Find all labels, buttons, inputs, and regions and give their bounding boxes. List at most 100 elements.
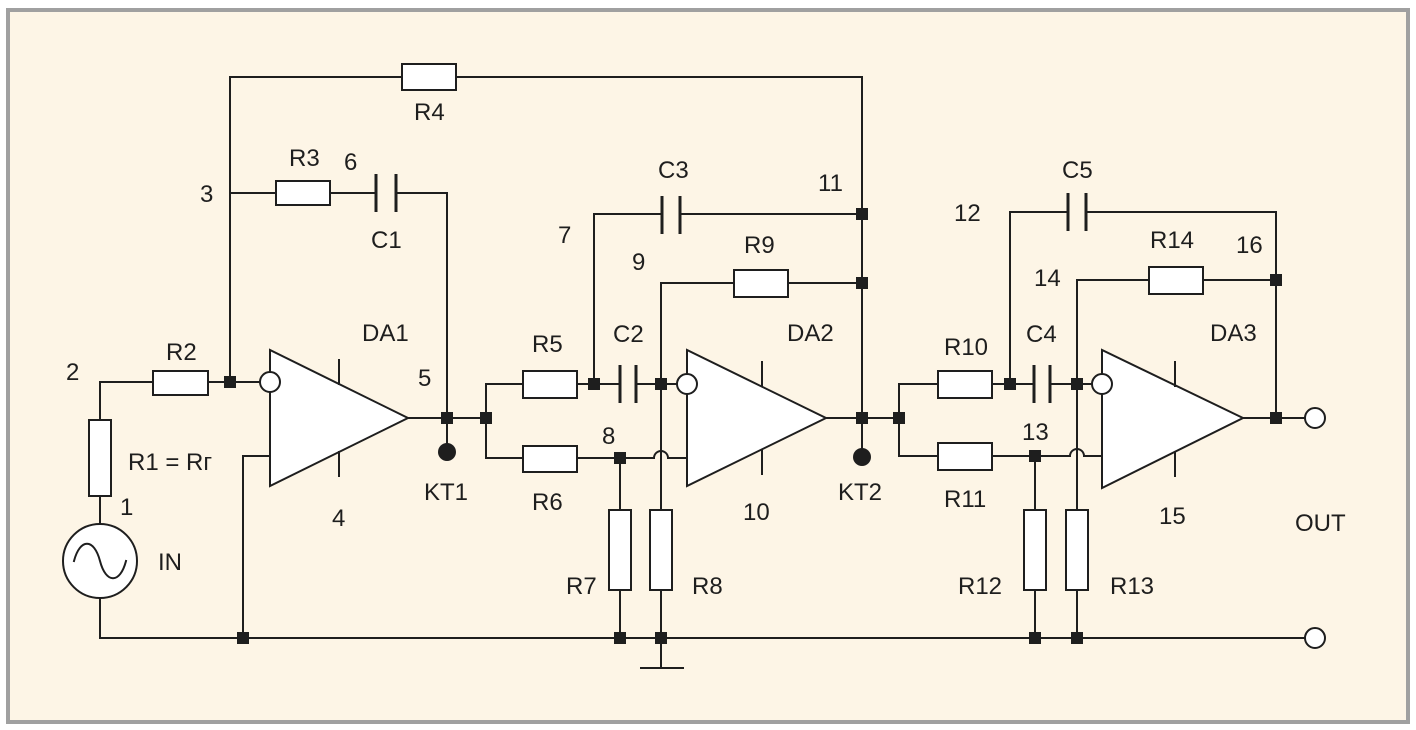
opamp-da3 xyxy=(1091,348,1246,490)
node-number-12: 12 xyxy=(954,200,981,227)
label-da2: DA2 xyxy=(787,320,834,347)
label-da1: DA1 xyxy=(362,320,409,347)
node-numbers: 1 2 3 4 5 6 7 8 9 10 11 12 13 14 15 16 xyxy=(66,149,1263,532)
opamp-da1 xyxy=(259,348,411,488)
r5-in-wire xyxy=(485,383,524,419)
node-number-7: 7 xyxy=(558,222,571,249)
c5-right-wire xyxy=(1085,211,1277,419)
da3-triangle xyxy=(1101,348,1246,490)
label-r6: R6 xyxy=(532,489,563,516)
c5-left-wire xyxy=(1009,211,1069,385)
resistor-r8 xyxy=(649,509,673,591)
label-kt2: KT2 xyxy=(838,479,882,506)
resistor-r7 xyxy=(608,509,632,591)
junction-node7 xyxy=(588,378,600,390)
junction-da2-input-split xyxy=(480,412,492,424)
junction-node3 xyxy=(224,376,236,388)
node-number-2: 2 xyxy=(66,359,79,386)
label-out: OUT xyxy=(1295,510,1346,537)
label-c2: C2 xyxy=(613,321,644,348)
node-number-1: 1 xyxy=(120,494,133,521)
label-kt1: KT1 xyxy=(424,479,468,506)
junction-da3-input-split xyxy=(893,412,905,424)
junction-node16 xyxy=(1270,412,1282,424)
junction-node12 xyxy=(1004,378,1016,390)
component-labels: R1 = Rг R2 R3 R4 R5 R6 R7 R8 R9 R10 R11 … xyxy=(128,99,1346,600)
resistor-r6 xyxy=(522,445,578,473)
label-r14: R14 xyxy=(1150,227,1194,254)
label-r9: R9 xyxy=(744,232,775,259)
resistor-r12 xyxy=(1023,509,1047,591)
label-r2: R2 xyxy=(166,339,197,366)
junctions xyxy=(224,208,1282,644)
junction-ground-r13 xyxy=(1071,632,1083,644)
label-c5: C5 xyxy=(1062,157,1093,184)
label-r1: R1 = Rг xyxy=(128,449,212,476)
node-number-13: 13 xyxy=(1022,419,1049,446)
junction-node9 xyxy=(655,378,667,390)
node-number-8: 8 xyxy=(602,423,615,450)
label-r13: R13 xyxy=(1110,573,1154,600)
capacitor-c5 xyxy=(1066,193,1088,231)
test-point-kt2 xyxy=(853,448,871,466)
label-r5: R5 xyxy=(532,331,563,358)
node-number-6: 6 xyxy=(344,149,357,176)
label-in: IN xyxy=(158,549,182,576)
label-c3: C3 xyxy=(658,157,689,184)
r6-in-wire xyxy=(485,417,524,459)
junction-node8 xyxy=(614,452,626,464)
r10-in-wire xyxy=(898,383,939,419)
capacitor-c3 xyxy=(660,196,682,234)
junction-node11 xyxy=(856,412,868,424)
label-r4: R4 xyxy=(414,99,445,126)
signal-source xyxy=(62,523,138,599)
label-r8: R8 xyxy=(692,573,723,600)
resistor-r11 xyxy=(937,442,993,471)
wires xyxy=(99,76,1306,669)
resistor-r1 xyxy=(88,419,112,497)
da1-inverting-input-bubble xyxy=(259,371,281,393)
label-r3: R3 xyxy=(289,145,320,172)
capacitors xyxy=(374,174,1088,403)
node-number-9: 9 xyxy=(632,249,645,276)
node-number-11: 11 xyxy=(818,170,843,197)
resistor-r13 xyxy=(1065,509,1089,591)
node-number-4: 4 xyxy=(332,505,345,532)
da3-inverting-input-bubble xyxy=(1091,373,1113,395)
label-da3: DA3 xyxy=(1210,320,1257,347)
node-number-15: 15 xyxy=(1159,503,1186,530)
junction-ground-da1 xyxy=(237,632,249,644)
ground-wire xyxy=(99,597,1306,639)
c1-to-out-wire xyxy=(395,192,448,453)
da2-inverting-input-bubble xyxy=(676,373,698,395)
node2-wire xyxy=(99,381,154,421)
da1-noninv-wire xyxy=(242,455,271,639)
da2-triangle xyxy=(686,348,829,488)
c3-left-wire xyxy=(593,213,663,385)
resistor-r4 xyxy=(401,63,457,91)
label-r7: R7 xyxy=(566,573,597,600)
junction-node5 xyxy=(441,412,453,424)
label-r10: R10 xyxy=(944,334,988,361)
opamp-da2 xyxy=(676,348,829,488)
resistors xyxy=(88,63,1204,591)
capacitor-c2 xyxy=(618,365,638,403)
output-terminal-signal xyxy=(1304,407,1326,429)
node-number-3: 3 xyxy=(200,181,213,208)
resistor-r9 xyxy=(733,269,789,298)
capacitor-c4 xyxy=(1032,365,1052,403)
junction-r9-feedback xyxy=(856,277,868,289)
output-terminal-ground xyxy=(1304,627,1326,649)
resistor-r3 xyxy=(275,180,331,206)
junction-r14-feedback xyxy=(1270,274,1282,286)
node-number-5: 5 xyxy=(418,365,431,392)
node-number-16: 16 xyxy=(1236,232,1263,259)
r9-left-wire xyxy=(660,282,735,511)
junction-ground-r8 xyxy=(655,632,667,644)
r4-right-wire xyxy=(455,76,863,419)
junction-node13 xyxy=(1029,450,1041,462)
resistor-r5 xyxy=(522,370,578,399)
resistor-r10 xyxy=(937,370,993,399)
